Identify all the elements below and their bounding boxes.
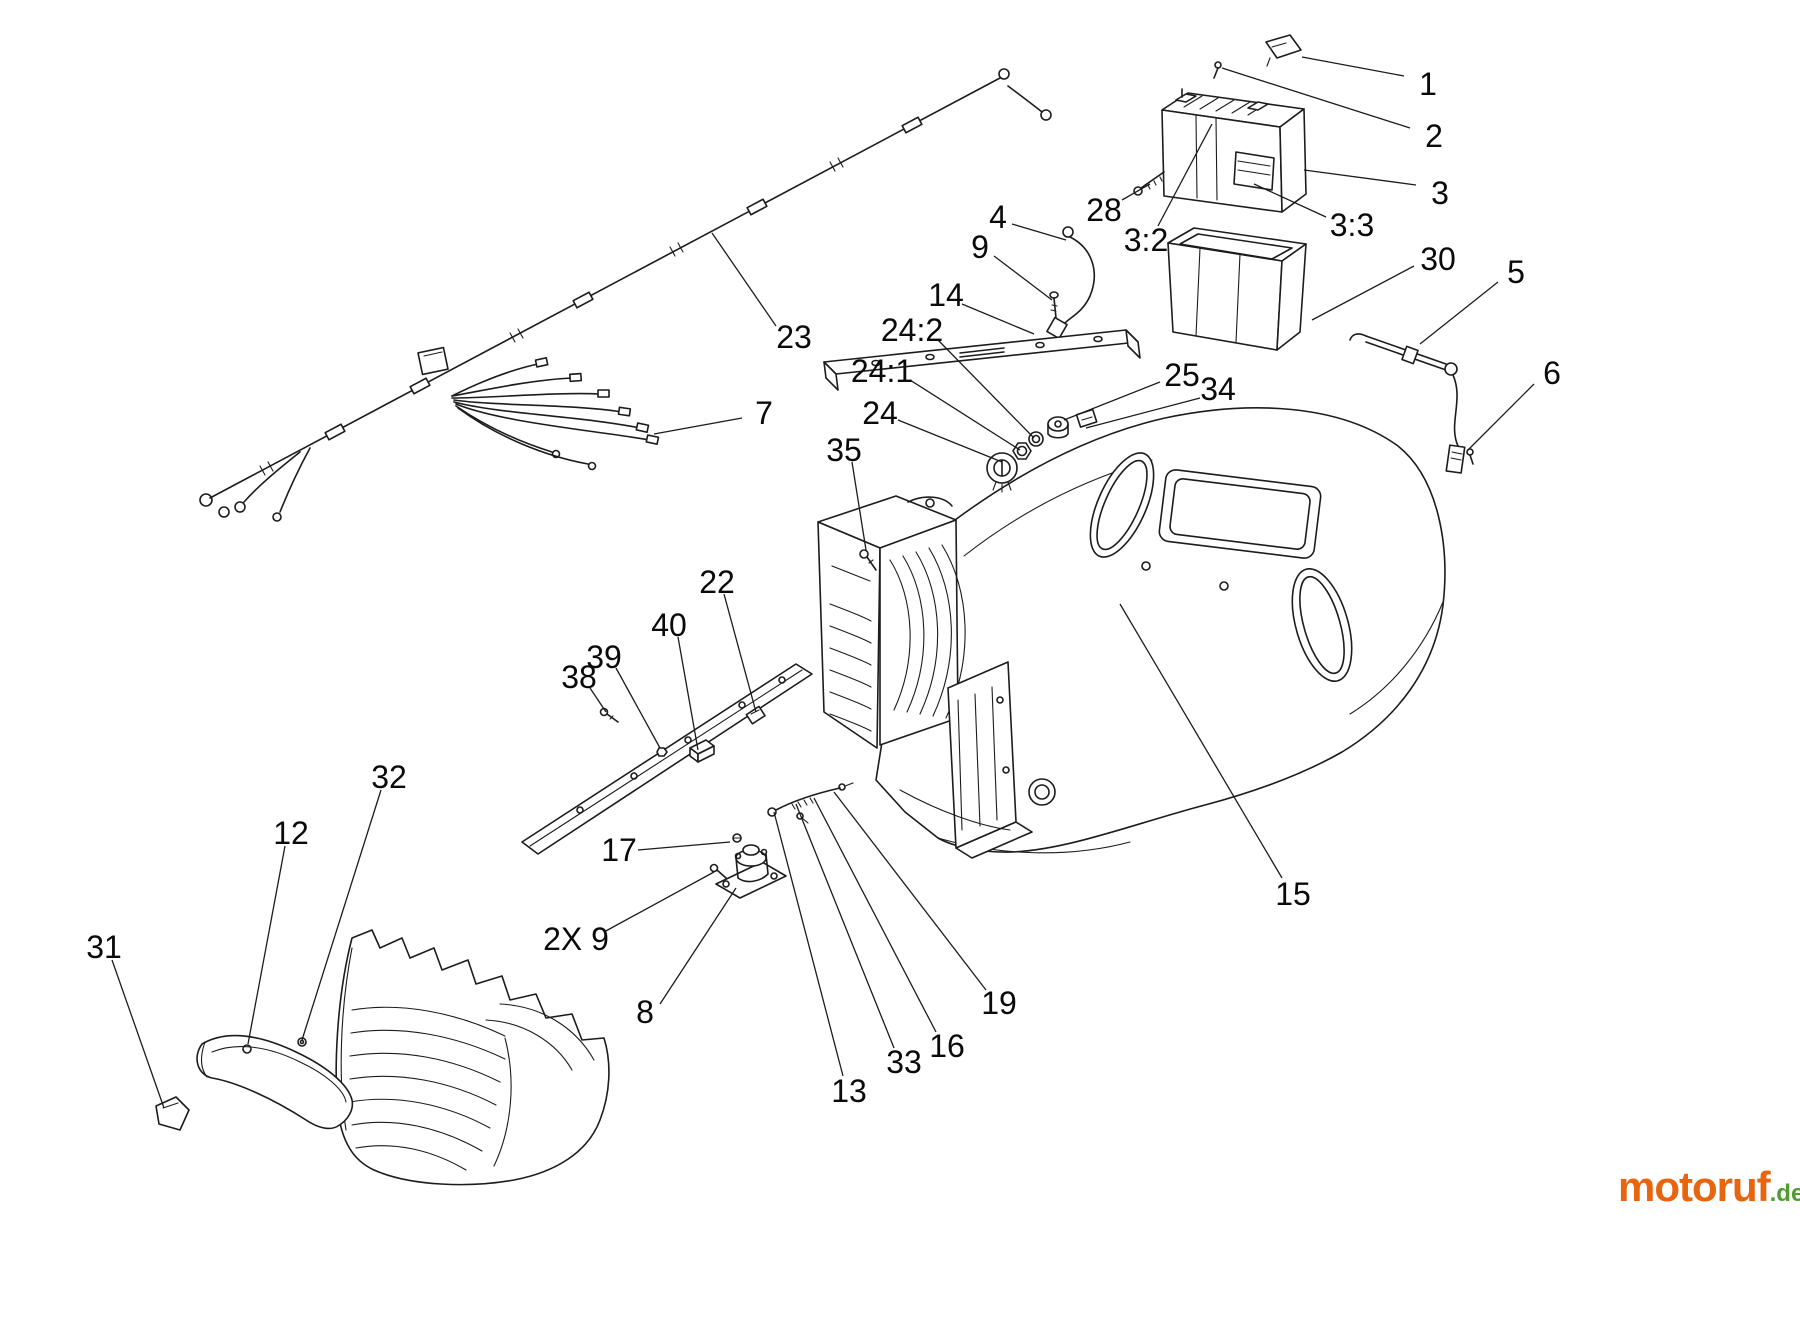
leader-line-22 [723,593,757,713]
callout-label-25: 25 [1164,357,1200,393]
ignition-switch-cluster [986,408,1098,493]
callout-label-39: 39 [586,639,622,675]
callout-label-15: 15 [1275,876,1311,912]
callout-label-24:2: 24:2 [881,312,943,348]
leader-line-38 [589,687,607,713]
leader-line-24:2 [937,339,1035,439]
leader-line-31 [111,959,165,1109]
starter-solenoid [709,833,787,899]
leader-line-3:3 [1253,183,1327,218]
leader-line-30 [1311,265,1415,321]
callout-label-7: 7 [755,395,773,431]
leader-line-34 [1085,397,1201,429]
callout-label-30: 30 [1420,241,1456,277]
diagram-line-art [155,34,1474,1186]
leader-line-39 [615,667,661,749]
leader-line-3 [1303,169,1417,186]
callout-label-5: 5 [1507,254,1525,290]
leader-line-1 [1301,56,1405,77]
callout-label-9: 9 [971,229,989,265]
battery-rod [1349,333,1474,474]
callout-label-6: 6 [1543,355,1561,391]
bumper-clip [155,1096,190,1131]
leader-line-33 [795,803,895,1049]
leader-line-23 [711,232,777,327]
callout-label-33: 33 [886,1044,922,1080]
callout-label-17: 17 [601,832,637,868]
callout-label-2X 9: 2X 9 [543,921,609,957]
callout-label-8: 8 [636,994,654,1030]
callout-label-32: 32 [371,759,407,795]
callout-leader-lines [111,56,1535,1109]
leader-line-6 [1467,383,1535,451]
callout-label-1: 1 [1419,66,1437,102]
leader-line-25 [1063,381,1161,421]
leader-line-12 [247,845,286,1045]
callout-label-3:3: 3:3 [1330,207,1374,243]
callout-label-23: 23 [776,319,812,355]
leader-line-35 [851,461,867,551]
callout-label-12: 12 [273,815,309,851]
leader-line-13 [773,811,844,1077]
leader-line-8 [659,887,737,1005]
leader-line-2X 9 [603,871,715,933]
callout-label-14: 14 [928,277,964,313]
callout-label-38: 38 [561,659,597,695]
leader-line-24 [897,419,1003,463]
watermark-tld: .de [1769,1180,1800,1207]
watermark-brand: motoruf [1618,1163,1771,1210]
leader-line-9 [993,255,1053,301]
battery [1133,34,1307,213]
leader-line-28 [1121,183,1151,201]
callout-label-19: 19 [981,985,1017,1021]
leader-line-16 [813,797,937,1033]
callout-label-4: 4 [989,199,1007,235]
callout-label-28: 28 [1086,192,1122,228]
leader-line-4 [1011,223,1067,241]
battery-box [1167,227,1307,351]
callout-label-40: 40 [651,607,687,643]
frame-rail [521,663,813,855]
mounting-bracket [823,329,1141,391]
body-shell [817,407,1446,859]
front-grille [335,929,610,1186]
wire-harness-main [199,68,1052,522]
callout-label-31: 31 [86,929,122,965]
leader-line-17 [637,841,731,851]
callout-label-35: 35 [826,432,862,468]
leader-line-15 [1119,603,1283,879]
leader-line-7 [653,417,743,435]
callout-label-2: 2 [1425,118,1443,154]
front-bumper [196,1034,354,1130]
leader-line-32 [301,789,382,1041]
battery-terminal-boot [1265,34,1302,59]
seat-switch-cable [767,782,854,824]
callout-label-16: 16 [929,1028,965,1064]
callout-label-24: 24 [862,395,898,431]
callout-label-3: 3 [1431,175,1449,211]
callout-label-3:2: 3:2 [1124,222,1168,258]
battery-cable [1046,226,1095,340]
callout-label-24:1: 24:1 [851,353,913,389]
wire-harness-branch [451,357,660,471]
leader-line-19 [833,791,987,991]
callout-label-34: 34 [1200,371,1236,407]
leader-line-3:2 [1157,123,1213,227]
leader-line-40 [677,636,699,751]
carriage-bolt [859,549,877,571]
leader-line-24:1 [909,379,1021,451]
leader-line-5 [1419,281,1499,345]
callout-label-13: 13 [831,1073,867,1109]
leader-line-2 [1221,67,1411,129]
callout-label-22: 22 [699,564,735,600]
leader-line-14 [961,303,1035,335]
watermark-logo[interactable]: motoruf.de [1618,1166,1800,1208]
